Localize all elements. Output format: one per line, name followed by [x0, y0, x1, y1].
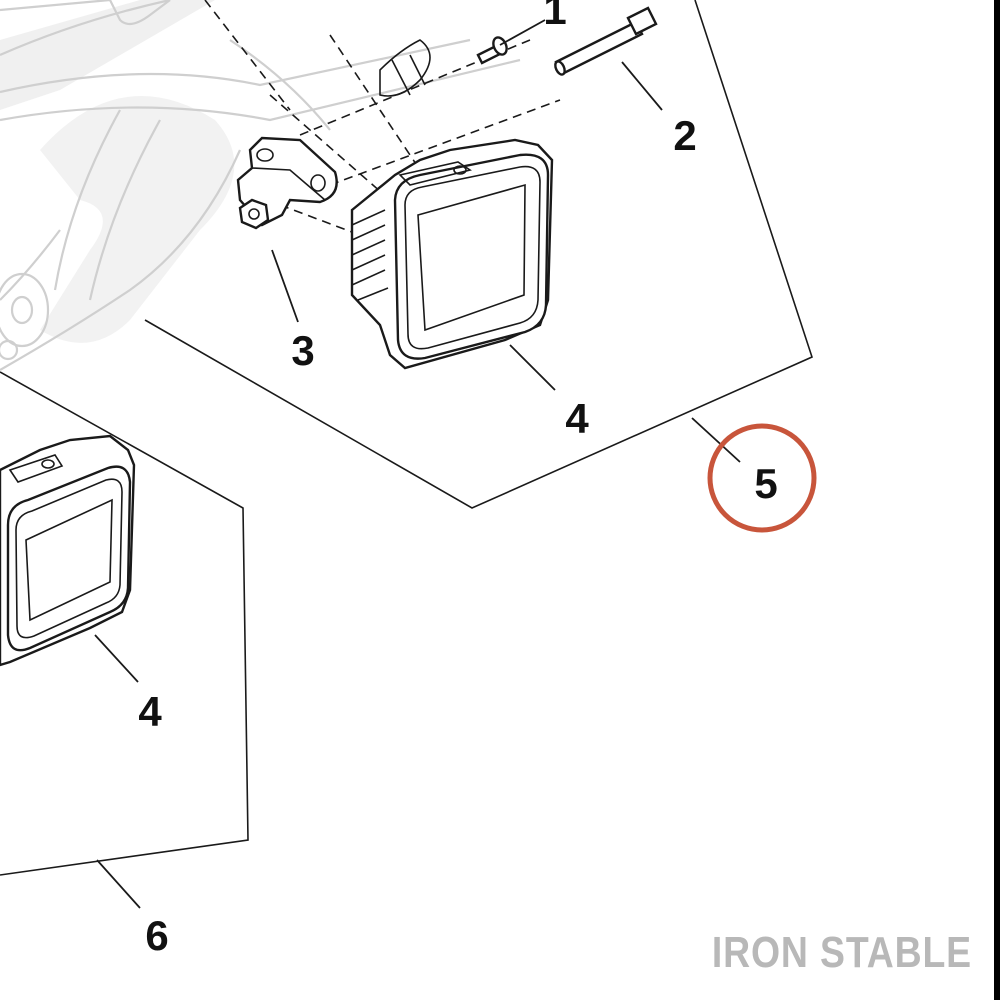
auxiliary-light-lower: [0, 434, 136, 667]
watermark-shapes: [0, 0, 235, 343]
callout-5-highlight-circle: [707, 423, 817, 533]
long-bolt-part: [554, 6, 658, 76]
callout-5: 5: [754, 460, 777, 507]
wire-clip-part: [379, 39, 431, 97]
callout-6: 6: [145, 912, 168, 959]
callout-2: 2: [673, 112, 696, 159]
alignment-dashes: [204, 0, 561, 236]
right-edge-bar: [994, 0, 1000, 1000]
auxiliary-light-upper: [350, 138, 554, 370]
assembly-boundary-lines: [0, 0, 813, 876]
heat-sink-fins: [351, 209, 389, 301]
callout-4-lower: 4: [138, 688, 162, 735]
callout-1: 1: [543, 0, 566, 33]
callout-3: 3: [291, 327, 314, 374]
motorcycle-frame: [0, 0, 521, 371]
short-screw-part: [476, 36, 508, 65]
callout-4-upper: 4: [565, 395, 589, 442]
callout-labels: 1 2 3 4 5 4 6: [138, 0, 777, 959]
mounting-bracket-part: [236, 136, 338, 230]
brand-wordmark: IRON STABLE: [711, 928, 972, 977]
leader-lines: [94, 19, 741, 909]
